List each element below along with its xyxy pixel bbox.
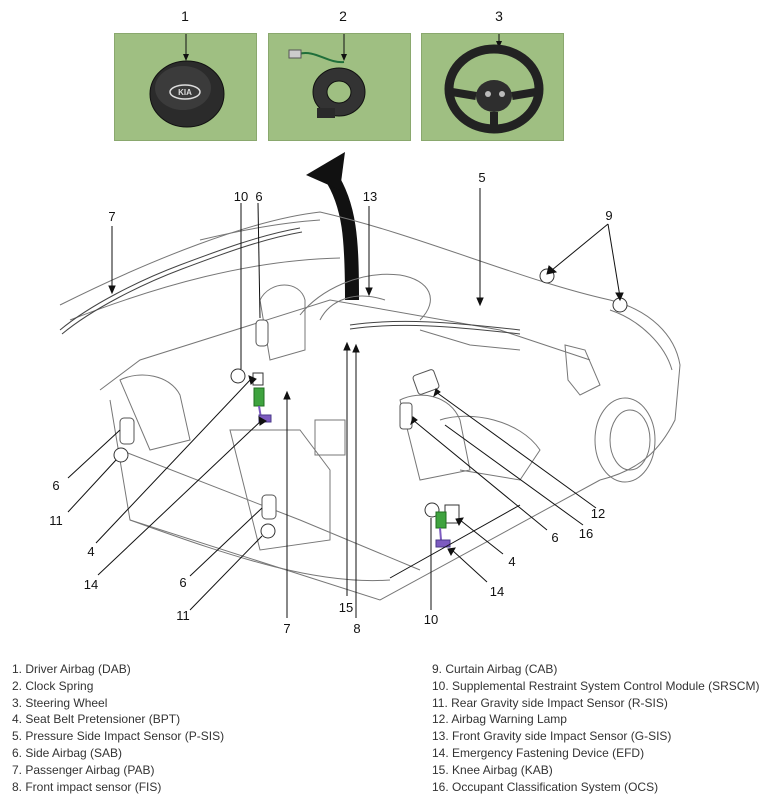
- legend-item: 1. Driver Airbag (DAB): [12, 662, 131, 676]
- legend-item: 12. Airbag Warning Lamp: [432, 712, 567, 727]
- callout-16-ocs: 16: [578, 526, 594, 541]
- legend-right-column: 9. Curtain Airbag (CAB) 10. Supplemental…: [432, 661, 759, 795]
- panel-number-2: 2: [339, 8, 347, 24]
- steering-wheel-panel: [421, 33, 564, 141]
- legend-item: 10. Supplemental Restraint System Contro…: [432, 678, 760, 693]
- callout-11-rsis-lower: 11: [176, 608, 190, 623]
- side-airbag-front-marker: [255, 319, 269, 347]
- legend-item: 9. Curtain Airbag (CAB): [432, 662, 558, 676]
- callout-6-side-airbag-passenger: 6: [551, 530, 559, 545]
- legend-item: 8. Front impact sensor (FIS): [12, 779, 162, 794]
- callout-6-side-airbag-rear: 6: [52, 478, 60, 493]
- callout-4-pretensioner-right: 4: [508, 554, 516, 569]
- clock-spring-illustration: [288, 34, 366, 118]
- ocs-marker: [412, 369, 440, 395]
- legend-item: 16. Occupant Classification System (OCS): [432, 779, 659, 794]
- callout-14-efd: 14: [83, 577, 99, 592]
- callout-4-pretensioner: 4: [87, 544, 95, 559]
- callout-12-warning-lamp: 12: [590, 506, 606, 521]
- legend-item: 4. Seat Belt Pretensioner (BPT): [12, 712, 181, 727]
- vehicle-line-drawing: [59, 152, 681, 618]
- driver-airbag-illustration: KIA: [149, 34, 225, 128]
- side-airbag-rear-marker: [119, 417, 135, 445]
- callout-6-side-airbag-lower: 6: [179, 575, 187, 590]
- panel-number-1: 1: [181, 8, 189, 24]
- callout-11-rsis: 11: [49, 513, 63, 528]
- legend-item: 15. Knee Airbag (KAB): [432, 762, 553, 777]
- callout-9-curtain-airbag: 9: [605, 208, 613, 223]
- callout-13-front-gsis: 13: [362, 189, 378, 204]
- svg-text:KIA: KIA: [178, 88, 192, 97]
- legend-left-column: 1. Driver Airbag (DAB) 2. Clock Spring 3…: [12, 661, 224, 795]
- callout-6-side-airbag: 6: [255, 189, 263, 204]
- panel-number-3: 3: [495, 8, 503, 24]
- callout-15-knee-airbag: 15: [338, 600, 354, 615]
- callout-14-efd-right: 14: [489, 584, 505, 599]
- srs-component-diagram: 1 2 3 KIA: [49, 8, 681, 636]
- legend-item: 14. Emergency Fastening Device (EFD): [432, 745, 645, 760]
- rsis-rear-marker: [113, 447, 129, 463]
- legend-item: 2. Clock Spring: [12, 678, 94, 693]
- side-airbag-passenger-marker: [399, 402, 413, 430]
- callout-10-srscm-lower: 10: [423, 612, 439, 627]
- callout-8-fis: 8: [353, 621, 361, 636]
- srscm-front-marker: [230, 368, 246, 384]
- legend-item: 13. Front Gravity side Impact Sensor (G-…: [432, 729, 672, 744]
- rsis-rear-lower-marker: [260, 523, 276, 539]
- legend-item: 5. Pressure Side Impact Sensor (P-SIS): [12, 729, 225, 744]
- legend-item: 3. Steering Wheel: [12, 695, 108, 710]
- legend-item: 7. Passenger Airbag (PAB): [12, 762, 155, 777]
- legend-item: 6. Side Airbag (SAB): [12, 745, 123, 760]
- callout-7-passenger-airbag-lower: 7: [283, 621, 291, 636]
- callout-10-srscm: 10: [233, 189, 249, 204]
- callout-5-psis: 5: [478, 170, 486, 185]
- legend-item: 11. Rear Gravity side Impact Sensor (R-S…: [432, 695, 668, 710]
- steering-wheel-illustration: [444, 34, 544, 134]
- driver-airbag-panel: KIA: [114, 33, 257, 141]
- callout-7-passenger-airbag: 7: [108, 209, 116, 224]
- clock-spring-panel: [268, 33, 411, 141]
- side-airbag-rear-lower-marker: [261, 494, 277, 520]
